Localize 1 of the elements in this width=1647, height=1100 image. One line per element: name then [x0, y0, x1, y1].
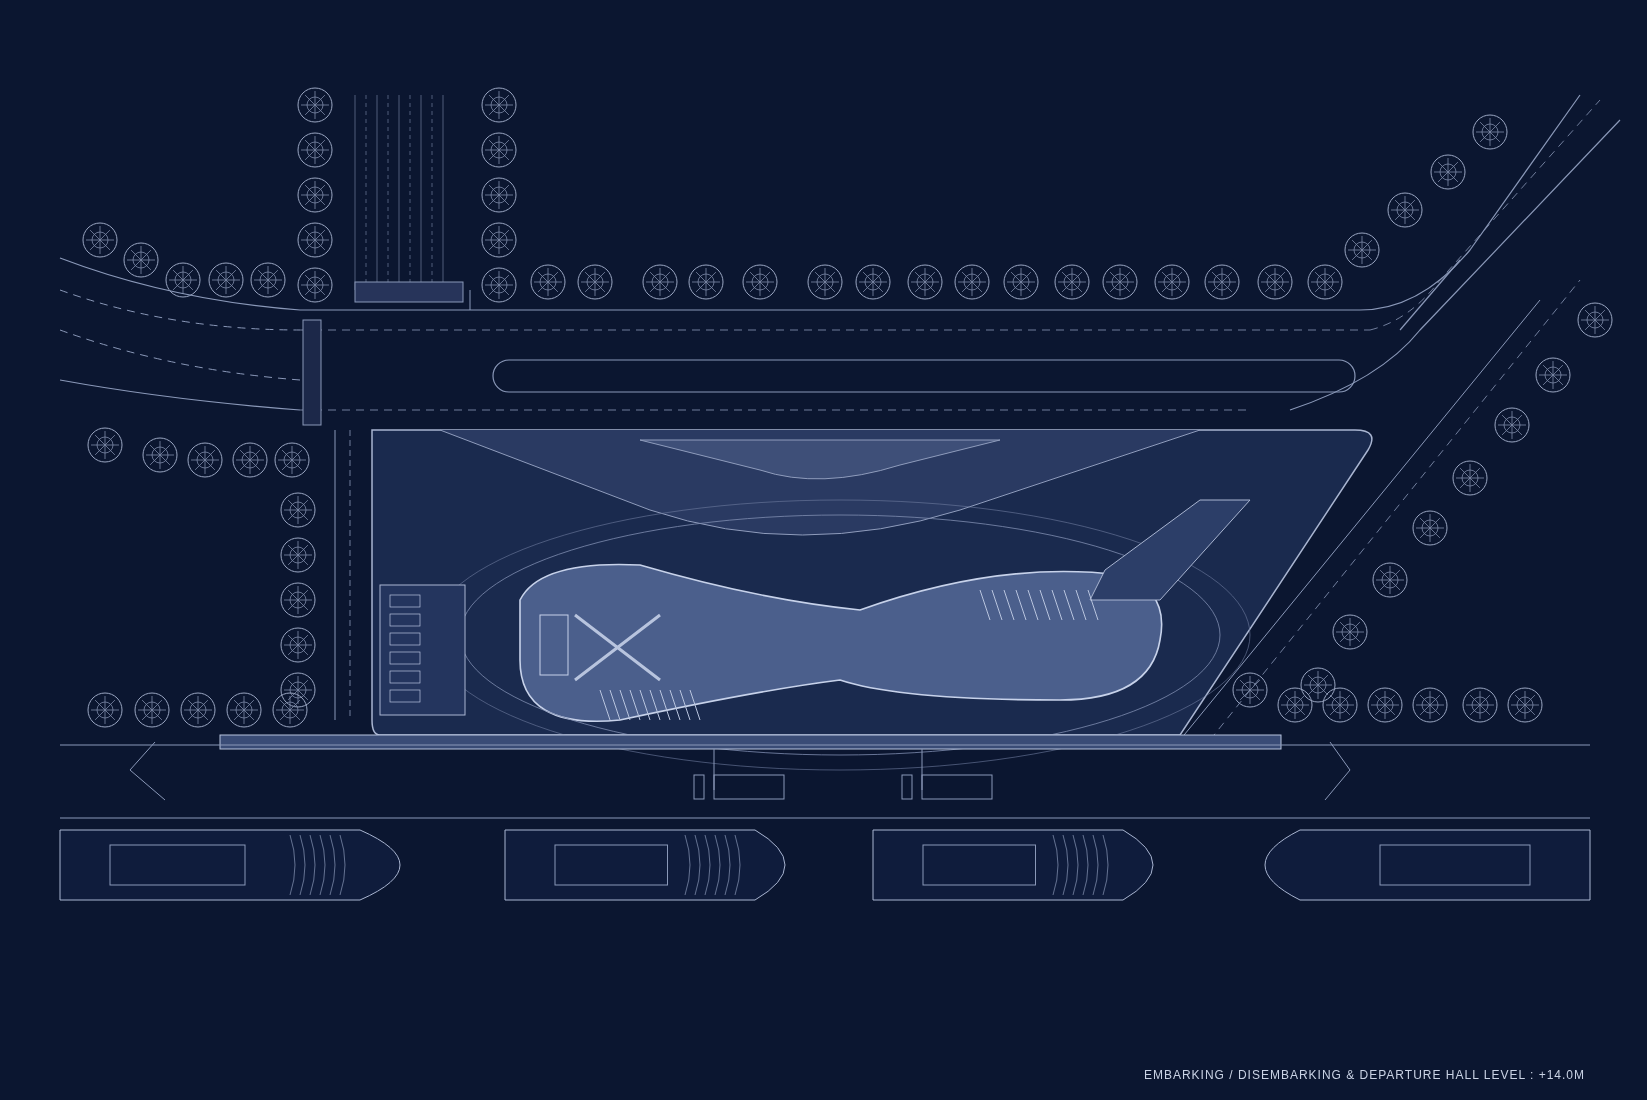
- caption-text: EMBARKING / DISEMBARKING & DEPARTURE HALL LEVEL : +14.0M: [1143, 1068, 1585, 1082]
